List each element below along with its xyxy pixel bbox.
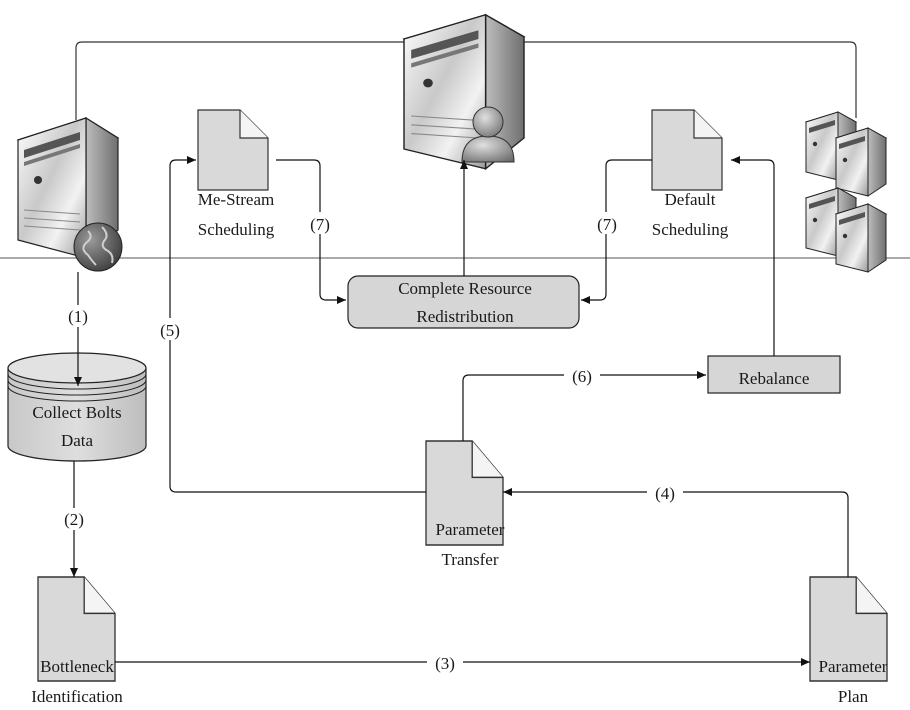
bottleneck-label: Bottleneck [40, 657, 114, 676]
step-5-label: (5) [160, 321, 180, 340]
me-stream-label: Me-Stream [198, 190, 274, 209]
collect-bolts-label: Collect Bolts [32, 403, 121, 422]
arrow-step-6 [462, 371, 706, 441]
server-cluster-icon [805, 111, 887, 273]
parameter-transfer-label: Parameter [436, 520, 505, 539]
default-scheduling-label: Default [665, 190, 716, 209]
default-scheduling-label-2: Scheduling [652, 220, 729, 239]
step-4-label: (4) [655, 484, 675, 503]
step-3-label: (3) [435, 654, 455, 673]
document-icon [651, 109, 723, 191]
parameter-transfer-label-2: Transfer [442, 550, 499, 569]
me-stream-label-2: Scheduling [198, 220, 275, 239]
document-icon [197, 109, 269, 191]
parameter-plan-label-2: Plan [838, 687, 869, 706]
parameter-plan-label: Parameter [819, 657, 888, 676]
collect-bolts-label-2: Data [61, 431, 94, 450]
arrow-step-4 [503, 488, 849, 577]
arrow-rebalance-to-default [731, 156, 775, 356]
rebalance-label: Rebalance [739, 369, 810, 388]
step-6-label: (6) [572, 367, 592, 386]
step-1-label: (1) [68, 307, 88, 326]
step-7-left-label: (7) [310, 215, 330, 234]
step-2-label: (2) [64, 510, 84, 529]
globe-icon [73, 222, 123, 272]
user-icon [461, 106, 515, 163]
step-7-right-label: (7) [597, 215, 617, 234]
complete-resource-label-2: Redistribution [416, 307, 514, 326]
bottleneck-label-2: Identification [31, 687, 123, 706]
rebalance-box [707, 355, 841, 394]
database-icon [7, 352, 147, 462]
complete-resource-label: Complete Resource [398, 279, 532, 298]
